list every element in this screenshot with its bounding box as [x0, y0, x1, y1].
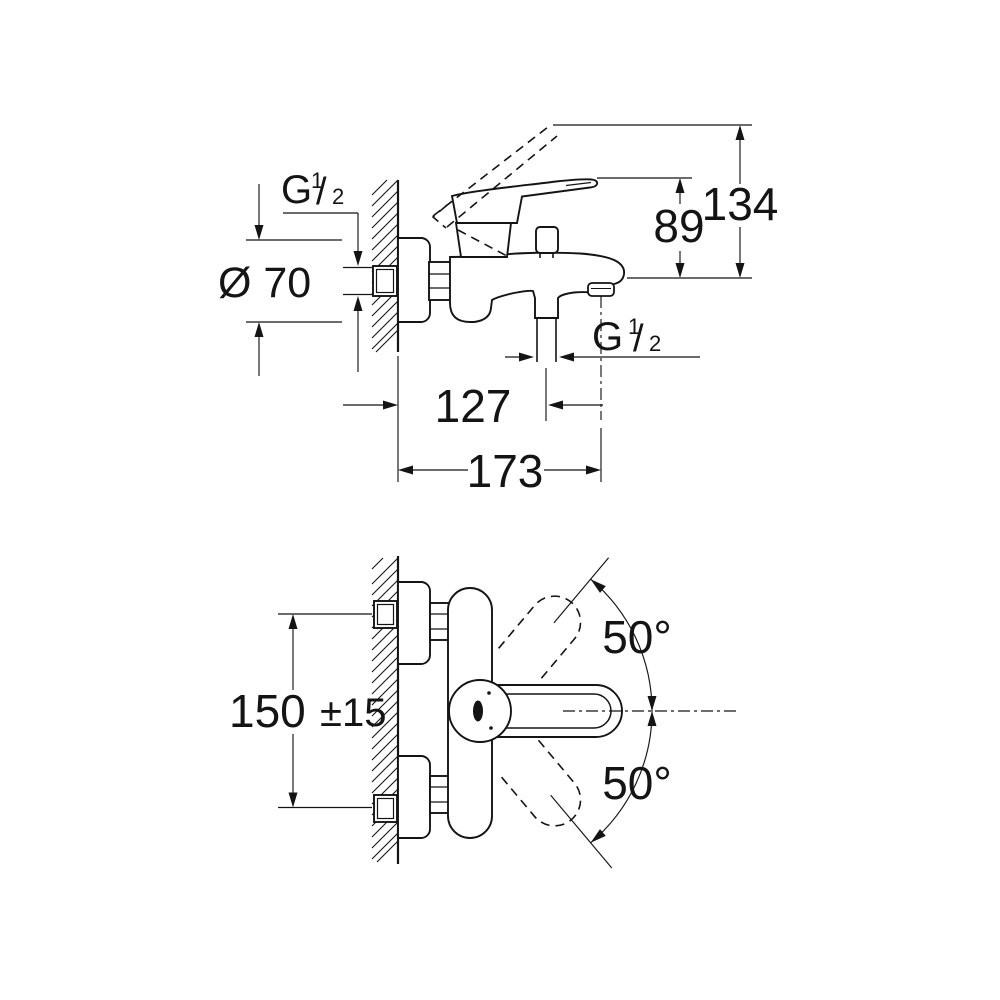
- dim-escutcheon-diameter: Ø 70: [218, 184, 342, 376]
- dim-spout-reach: 173: [398, 445, 601, 497]
- front-view: 150 ±15 50° 50°: [229, 556, 737, 869]
- escutcheon-bottom: [397, 755, 431, 839]
- dim-hose-offset: 127: [343, 380, 603, 432]
- wall-union-nut-bottom: [373, 794, 398, 823]
- hose-thread-slash: /: [633, 318, 644, 360]
- dim-lever-open-height: 134: [702, 125, 779, 278]
- wall-thread-numerator: 1: [311, 168, 323, 193]
- wall-thread-denominator: 2: [332, 184, 344, 209]
- open-handle-dashed: [431, 126, 558, 257]
- dim-connection-spacing: 150 ±15: [229, 613, 386, 809]
- hex-union-top-front: [429, 602, 451, 641]
- extension-lines: [397, 296, 602, 482]
- dim-hose-thread: G 1 / 2: [505, 314, 700, 362]
- escutcheon-diameter-label: Ø 70: [218, 259, 311, 307]
- spacing-tolerance-label: ±15: [320, 691, 386, 735]
- dim-wall-thread: G 1 / 2: [281, 168, 372, 372]
- diverter-knob: [535, 226, 559, 258]
- dim-swivel-upper: 50°: [553, 557, 672, 712]
- lever-height-label: 89: [653, 200, 704, 252]
- hose-thread-numerator: 1: [628, 314, 640, 339]
- hose-thread-denominator: 2: [649, 331, 661, 356]
- aerator: [587, 282, 615, 297]
- handle-swivel-dashed-upper: [498, 595, 582, 683]
- wall-union-nut: [372, 265, 398, 297]
- dim-swivel-lower: 50°: [550, 710, 672, 869]
- dim-lever-height: 89: [653, 178, 705, 278]
- handle-front: [492, 684, 623, 738]
- escutcheon-top: [397, 581, 431, 665]
- escutcheon: [397, 237, 431, 323]
- reference-lines: [553, 124, 752, 279]
- faucet-body-spout: [449, 251, 626, 323]
- hose-offset-label: 127: [435, 380, 512, 432]
- hose-thread-letter: G: [592, 315, 623, 359]
- wall-thread-slash: /: [316, 171, 327, 213]
- side-view: G 1 / 2 Ø 70 89 134: [218, 124, 779, 497]
- wall-union-nut-top: [373, 600, 398, 629]
- hex-union-bottom-front: [429, 775, 451, 814]
- wall-thread-letter: G: [281, 168, 312, 212]
- upper-swivel-angle-label: 50°: [602, 611, 672, 663]
- lower-swivel-angle-label: 50°: [602, 757, 672, 809]
- connection-spacing-label: 150: [229, 685, 306, 737]
- lever-handle: [450, 178, 599, 224]
- cartridge-neck: [454, 222, 513, 258]
- spout-reach-label: 173: [467, 445, 544, 497]
- handle-swivel-dashed-lower: [498, 739, 582, 827]
- hose-nipple: [536, 318, 557, 362]
- hex-union: [428, 261, 452, 301]
- lever-open-height-label: 134: [702, 178, 779, 230]
- handle-boss-details: [473, 691, 493, 730]
